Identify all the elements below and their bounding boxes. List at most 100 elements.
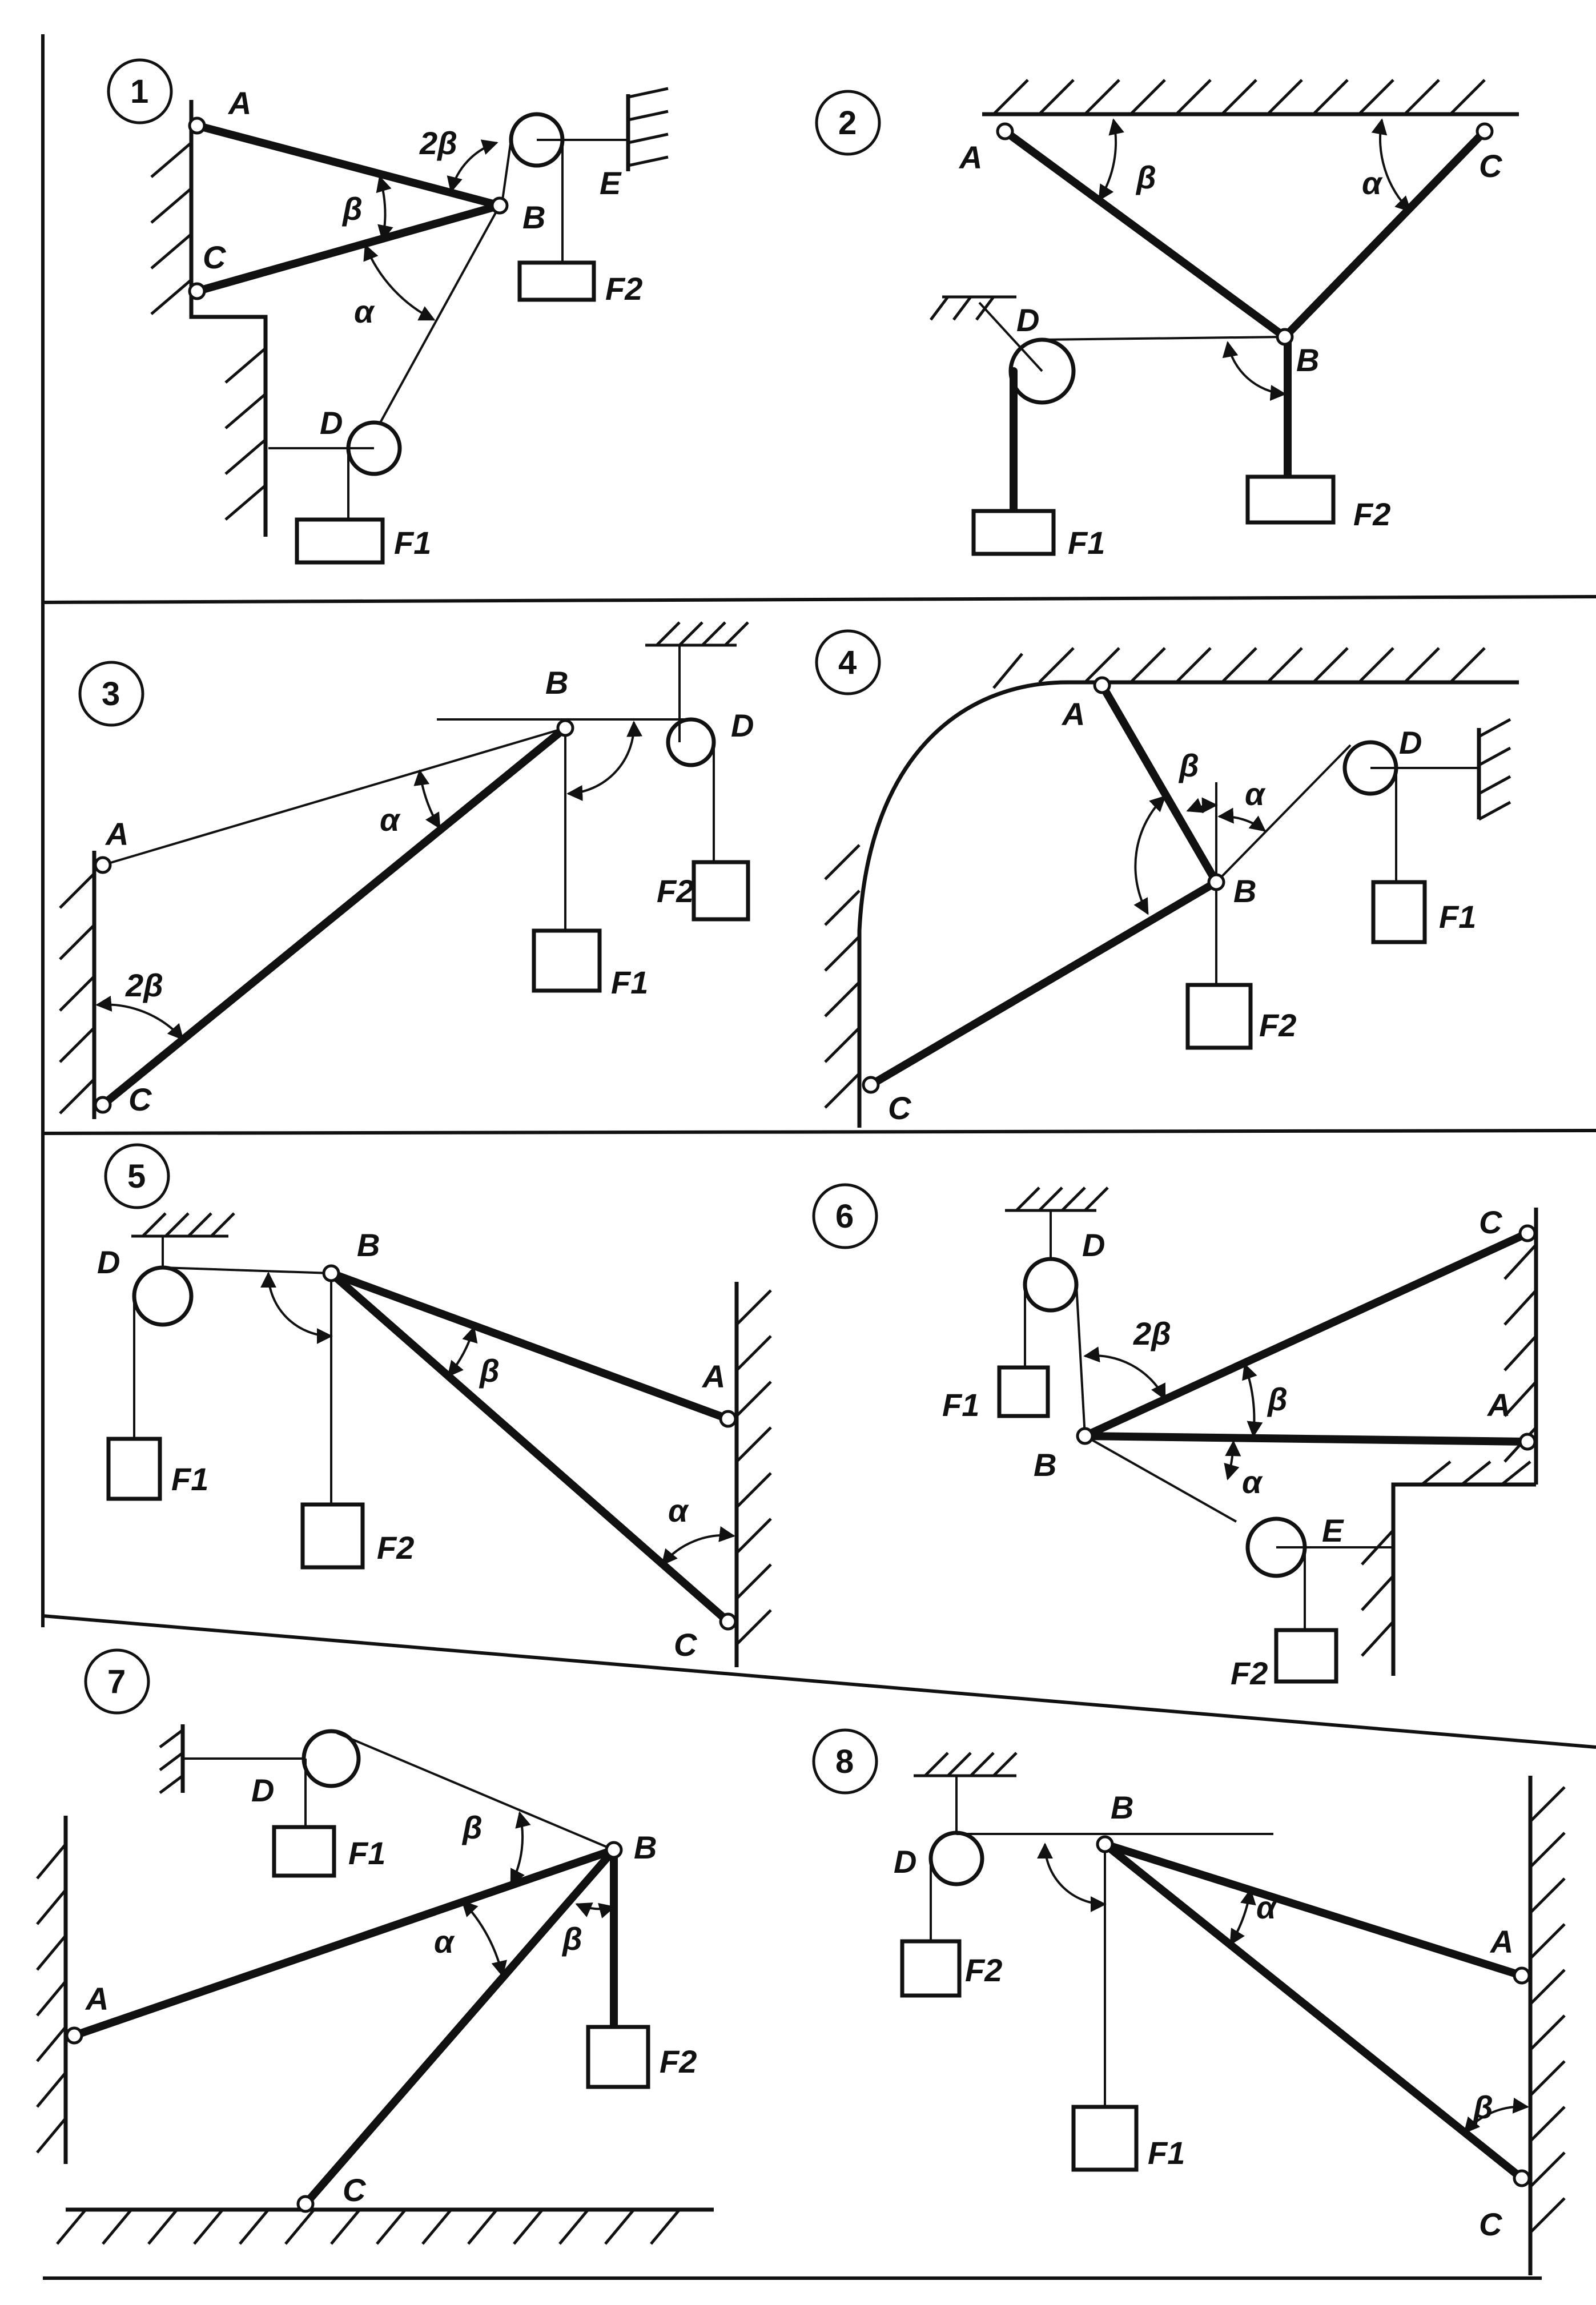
panel-7-pin-A (65, 2026, 83, 2045)
panel-5-label-B: B (357, 1227, 380, 1263)
panel-5-label-beta: β (479, 1353, 500, 1389)
panel-8-label-D: D (894, 1844, 916, 1880)
panel-8-label-C: C (1479, 2206, 1503, 2242)
panel-8-label-F1: F1 (1148, 2135, 1185, 2171)
panel-3-label-F2: F2 (657, 873, 694, 909)
panel-1-pin-C (188, 282, 206, 300)
panel-1-rod-CB (193, 202, 504, 295)
panel-8-support-D-hatch (914, 1752, 1018, 1777)
panel-5-label-C: C (674, 1627, 698, 1663)
panel-6-pin-B (1076, 1427, 1094, 1445)
panel-2-rod-CB (1281, 127, 1489, 341)
panel-7-label-beta: β (461, 1809, 483, 1845)
panel-5-number: 5 (127, 1158, 146, 1195)
panel-7-angle-beta-arc (510, 1811, 531, 1886)
panel-6-ledge-hatch (1361, 1461, 1531, 1657)
panel-4-ceiling-hatch (992, 647, 1486, 689)
panel-6-label-E: E (1322, 1512, 1344, 1548)
panel-8-label-alpha: α (1256, 1889, 1277, 1925)
panel-8-angle-beta-arc (1464, 2097, 1529, 2134)
panel-8-weight-F2 (900, 1939, 962, 1998)
panel-1-label-2beta: 2β (419, 125, 457, 161)
panel-3-number: 3 (102, 675, 120, 713)
panel-5-label-F2: F2 (377, 1530, 414, 1566)
panel-4-wall-hatch (824, 844, 861, 1109)
panel-6-weight-F1 (997, 1365, 1050, 1418)
panel-3-rod-CB (99, 724, 569, 1109)
panel-7-angle-alpha-arc (461, 1900, 507, 1977)
panel-5-weight-F2 (300, 1502, 365, 1570)
panel-4-weight-F1 (1371, 880, 1427, 944)
panel-8-number: 8 (835, 1743, 854, 1780)
panel-4-pin-A (1093, 676, 1111, 694)
panel-7-label-A: A (85, 1981, 108, 2017)
panel-1-pin-B (491, 196, 509, 215)
panel-8-rod-BC (1101, 1840, 1526, 2182)
panel-3-label-C: C (128, 1081, 152, 1117)
panel-6-rope-B-D (1075, 1284, 1086, 1437)
panel-1-label-F1: F1 (394, 525, 431, 561)
panel-2-support-D-hatch (930, 295, 1016, 321)
panel-2-label-beta: β (1135, 159, 1156, 195)
panel-8-label-F2: F2 (965, 1952, 1002, 1988)
panel-4-rod-AB (1098, 681, 1220, 886)
panel-6-angle-alpha-arc (1224, 1440, 1241, 1481)
panel-1-label-F2: F2 (605, 271, 642, 307)
panel-3-weight-F1 (532, 928, 602, 993)
panel-6-pin-A (1518, 1433, 1537, 1451)
panel-2-ceiling-hatch (992, 79, 1486, 115)
panel-8-angle-right-arc (1037, 1843, 1107, 1912)
panel-2-pin-A (996, 122, 1014, 140)
panel-6-label-beta: β (1267, 1381, 1288, 1417)
panel-2-label-F2: F2 (1353, 496, 1390, 532)
panel-4-angle-beta-arc (1186, 797, 1218, 814)
panel-5-rope-B-D (162, 1266, 332, 1274)
panel-1-angle-beta-arc (376, 175, 393, 242)
panel-4-label-F1: F1 (1439, 899, 1476, 935)
panel-1-weight-F1 (295, 517, 385, 565)
panel-4-number-circle (815, 629, 881, 695)
panel-8-pin-A (1513, 1966, 1531, 1985)
panel-4-pin-B (1207, 873, 1225, 891)
panel-8-rod-BA (1101, 1840, 1526, 1980)
panel-5-number-circle (104, 1143, 170, 1209)
panel-5-weight-F1 (106, 1437, 162, 1501)
panel-3-number-circle (78, 661, 144, 727)
panel-5-rod-BA (327, 1269, 732, 1423)
panel-3-rope-A-B (102, 727, 566, 866)
panel-2-rod-AB (1001, 127, 1289, 341)
panel-1-label-alpha: α (354, 293, 375, 329)
panel-4-weight-F2 (1185, 983, 1253, 1050)
panel-5-angle-right-arc (260, 1272, 333, 1344)
panel-7-label-alpha: α (434, 1924, 455, 1960)
panel-2-angle-right-arc (1222, 341, 1287, 401)
panel-7-label-F2: F2 (660, 2043, 697, 2079)
panel-5-pin-C (719, 1612, 737, 1631)
panel-7-left-wall-hatch (36, 1843, 67, 2154)
panel-3-pulley-D (666, 717, 716, 767)
panel-4-rope-B-D (1215, 744, 1352, 883)
panel-8: 8 A C B D F1 F2 α β (812, 1728, 1566, 2275)
panel-3-wall-hatch (59, 872, 95, 1115)
panel-3-label-alpha: α (380, 802, 401, 838)
panel-3-angle-2beta-arc (95, 995, 184, 1041)
panel-6-label-C: C (1479, 1204, 1503, 1240)
panel-6-support-D-hatch (1005, 1186, 1109, 1212)
panel-7: 7 A C B D F1 F2 β α β (36, 1648, 714, 2245)
panel-2-number-circle (815, 90, 881, 156)
panel-7-pulley-D (301, 1729, 361, 1788)
panel-4-label-beta: β (1178, 747, 1199, 783)
panel-2-weight-F1 (971, 509, 1056, 556)
panel-3-angle-alpha-arc (413, 769, 441, 830)
panel-7-label-F1: F1 (348, 1835, 385, 1871)
panel-5-label-alpha: α (668, 1493, 689, 1528)
panel-6-rod-BC (1081, 1229, 1531, 1440)
panel-4-label-alpha: α (1245, 776, 1266, 812)
panel-7-support-D-hatch (159, 1729, 184, 1794)
panel-6-pulley-D (1023, 1257, 1079, 1313)
panel-2-label-F1: F1 (1068, 525, 1105, 561)
panel-6-number-circle (812, 1183, 878, 1249)
panel-7-pin-C (296, 2195, 315, 2213)
panel-7-number: 7 (107, 1663, 126, 1700)
